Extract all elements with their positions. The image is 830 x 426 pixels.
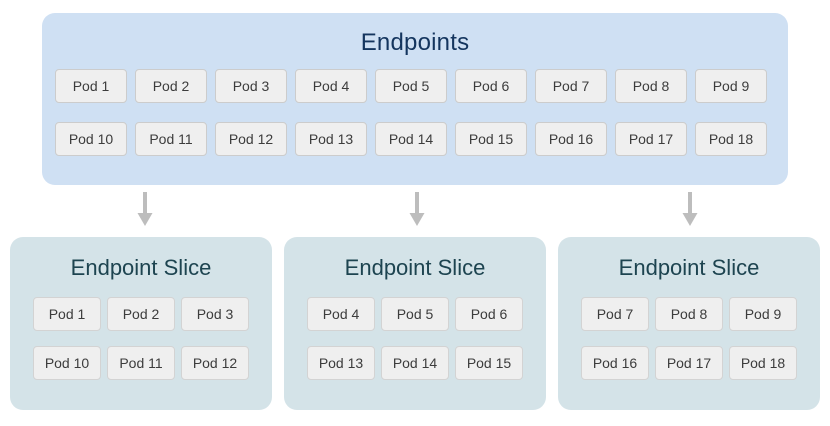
pod-chip[interactable]: Pod 12 (215, 122, 287, 156)
arrow-down-icon (134, 192, 156, 226)
pod-chip[interactable]: Pod 5 (375, 69, 447, 103)
endpoint-slice-title: Endpoint Slice (618, 255, 760, 280)
pod-chip[interactable]: Pod 17 (615, 122, 687, 156)
endpoint-slice-pod-grid: Pod 1 Pod 2 Pod 3 Pod 10 Pod 11 Pod 12 (33, 297, 249, 380)
endpoint-slice-pod-row: Pod 10 Pod 11 Pod 12 (33, 346, 249, 380)
pod-chip[interactable]: Pod 6 (455, 297, 523, 331)
endpoint-slice-pod-row: Pod 1 Pod 2 Pod 3 (33, 297, 249, 331)
endpoint-slice-pod-row: Pod 7 Pod 8 Pod 9 (581, 297, 797, 331)
endpoint-slice-box-3: Endpoint Slice Pod 7 Pod 8 Pod 9 Pod 16 … (558, 237, 820, 410)
endpoint-slice-title: Endpoint Slice (70, 255, 212, 280)
pod-chip[interactable]: Pod 11 (107, 346, 175, 380)
pod-chip[interactable]: Pod 13 (307, 346, 375, 380)
pod-chip[interactable]: Pod 2 (107, 297, 175, 331)
endpoints-pod-grid: Pod 1 Pod 2 Pod 3 Pod 4 Pod 5 Pod 6 Pod … (55, 69, 775, 156)
pod-chip[interactable]: Pod 14 (375, 122, 447, 156)
pod-chip[interactable]: Pod 1 (33, 297, 101, 331)
pod-chip[interactable]: Pod 9 (729, 297, 797, 331)
pod-chip[interactable]: Pod 4 (295, 69, 367, 103)
endpoint-slice-box-2: Endpoint Slice Pod 4 Pod 5 Pod 6 Pod 13 … (284, 237, 546, 410)
pod-chip[interactable]: Pod 13 (295, 122, 367, 156)
pod-chip[interactable]: Pod 8 (655, 297, 723, 331)
endpoint-slice-pod-row: Pod 13 Pod 14 Pod 15 (307, 346, 523, 380)
pod-chip[interactable]: Pod 15 (455, 346, 523, 380)
pod-chip[interactable]: Pod 16 (581, 346, 649, 380)
pod-chip[interactable]: Pod 17 (655, 346, 723, 380)
pod-chip[interactable]: Pod 15 (455, 122, 527, 156)
endpoint-slice-pod-grid: Pod 7 Pod 8 Pod 9 Pod 16 Pod 17 Pod 18 (581, 297, 797, 380)
pod-chip[interactable]: Pod 7 (535, 69, 607, 103)
endpoints-box: Endpoints Pod 1 Pod 2 Pod 3 Pod 4 Pod 5 … (42, 13, 788, 185)
pod-chip[interactable]: Pod 1 (55, 69, 127, 103)
endpoint-slice-pod-row: Pod 16 Pod 17 Pod 18 (581, 346, 797, 380)
endpoint-slice-box-1: Endpoint Slice Pod 1 Pod 2 Pod 3 Pod 10 … (10, 237, 272, 410)
pod-chip[interactable]: Pod 5 (381, 297, 449, 331)
pod-chip[interactable]: Pod 3 (181, 297, 249, 331)
pod-chip[interactable]: Pod 9 (695, 69, 767, 103)
pod-chip[interactable]: Pod 2 (135, 69, 207, 103)
pod-chip[interactable]: Pod 4 (307, 297, 375, 331)
pod-chip[interactable]: Pod 10 (55, 122, 127, 156)
pod-chip[interactable]: Pod 7 (581, 297, 649, 331)
endpoints-pod-row: Pod 10 Pod 11 Pod 12 Pod 13 Pod 14 Pod 1… (55, 122, 775, 156)
arrow-down-icon (679, 192, 701, 226)
endpoint-slice-title: Endpoint Slice (344, 255, 486, 280)
pod-chip[interactable]: Pod 10 (33, 346, 101, 380)
pod-chip[interactable]: Pod 8 (615, 69, 687, 103)
pod-chip[interactable]: Pod 3 (215, 69, 287, 103)
pod-chip[interactable]: Pod 16 (535, 122, 607, 156)
pod-chip[interactable]: Pod 11 (135, 122, 207, 156)
pod-chip[interactable]: Pod 12 (181, 346, 249, 380)
arrow-down-icon (406, 192, 428, 226)
pod-chip[interactable]: Pod 18 (695, 122, 767, 156)
pod-chip[interactable]: Pod 14 (381, 346, 449, 380)
pod-chip[interactable]: Pod 6 (455, 69, 527, 103)
endpoint-slice-pod-grid: Pod 4 Pod 5 Pod 6 Pod 13 Pod 14 Pod 15 (307, 297, 523, 380)
endpoints-title: Endpoints (360, 29, 470, 56)
endpoints-pod-row: Pod 1 Pod 2 Pod 3 Pod 4 Pod 5 Pod 6 Pod … (55, 69, 775, 103)
endpoint-slice-pod-row: Pod 4 Pod 5 Pod 6 (307, 297, 523, 331)
pod-chip[interactable]: Pod 18 (729, 346, 797, 380)
